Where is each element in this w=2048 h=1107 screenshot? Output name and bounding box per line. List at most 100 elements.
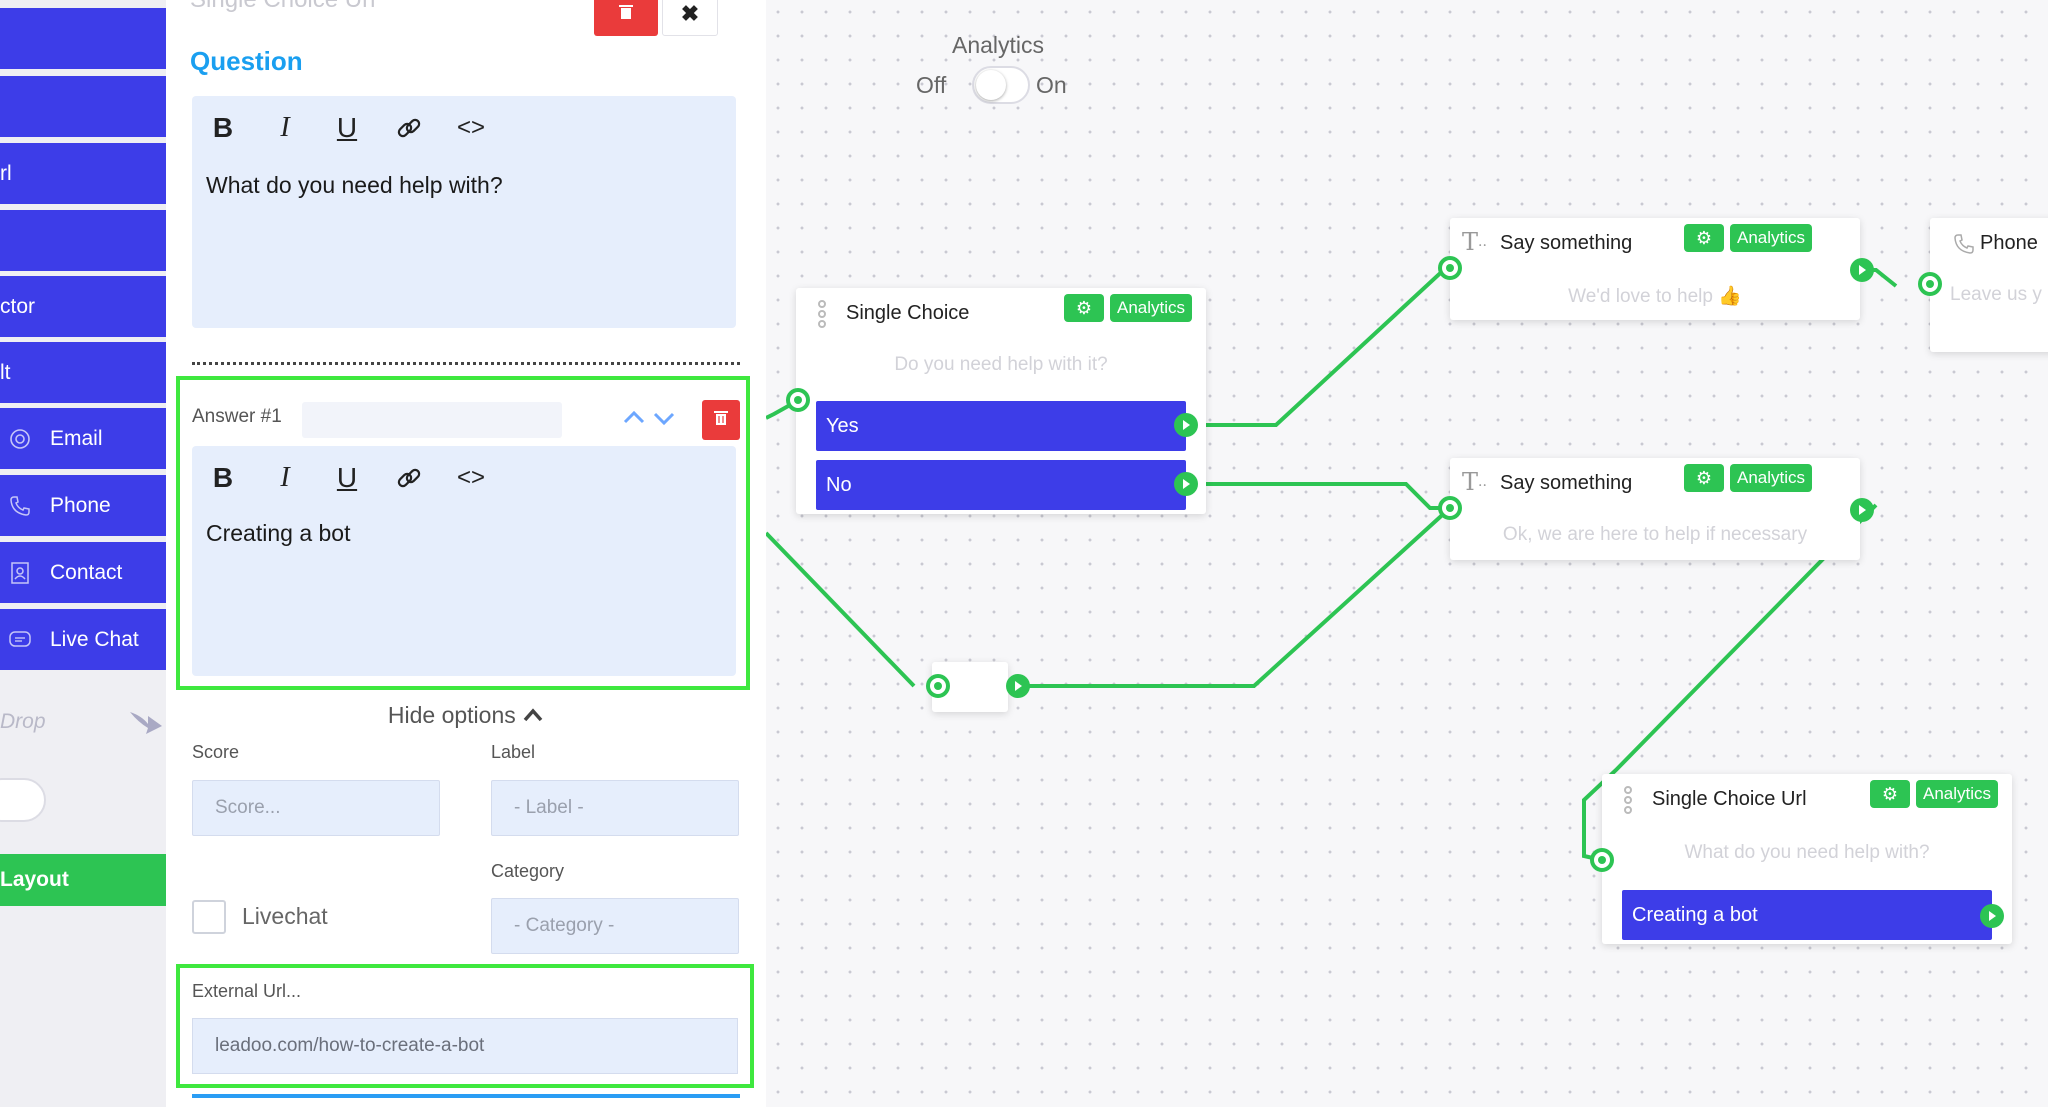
text-icon: T·· <box>1462 228 1487 256</box>
text-icon: T·· <box>1462 468 1487 496</box>
link-icon <box>395 464 423 492</box>
trash-icon <box>714 410 728 431</box>
say-something-node-2[interactable]: T·· Say something ⚙ Analytics Ok, we are… <box>1450 458 1860 560</box>
node-title: Single Choice Url <box>1652 788 1807 810</box>
output-port[interactable] <box>1980 904 2004 928</box>
input-port[interactable] <box>1438 256 1462 280</box>
livechat-checkbox[interactable] <box>192 900 226 934</box>
livechat-label: Livechat <box>242 903 328 929</box>
delete-node-button[interactable] <box>594 0 658 36</box>
sidebar-item-label: Email <box>50 426 103 450</box>
gear-icon: ⚙ <box>1075 297 1093 318</box>
question-toolbar: B I U <> <box>192 108 502 148</box>
input-port[interactable] <box>1590 848 1614 872</box>
chevron-up-icon[interactable] <box>622 408 646 428</box>
answer-text[interactable]: Creating a bot <box>206 520 351 546</box>
code-icon: <> <box>456 114 486 141</box>
italic-icon: I <box>280 112 290 143</box>
sidebar-item-phone[interactable]: Phone <box>0 475 166 536</box>
say-something-node-1[interactable]: T·· Say something ⚙ Analytics We'd love … <box>1450 218 1860 320</box>
close-editor-button[interactable]: ✖ <box>662 0 718 36</box>
output-port[interactable] <box>1850 498 1874 522</box>
analytics-off-label: Off <box>916 72 947 98</box>
sidebar-item-live-chat[interactable]: Live Chat <box>0 609 166 670</box>
close-icon: ✖ <box>680 1 700 26</box>
link-button[interactable] <box>378 108 440 148</box>
drop-arrow-icon <box>128 706 164 744</box>
chat-icon <box>0 629 40 651</box>
node-analytics-badge[interactable]: Analytics <box>1110 294 1193 322</box>
node-title: Say something <box>1500 232 1633 254</box>
input-port[interactable] <box>1438 496 1462 520</box>
delete-answer-button[interactable] <box>702 400 740 440</box>
sidebar-item-2[interactable] <box>0 76 166 137</box>
code-button[interactable]: <> <box>440 108 502 148</box>
sidebar-item-url[interactable]: rl <box>0 143 166 204</box>
flow-canvas[interactable]: Analytics Off On Single Choice ⚙ Analyti… <box>766 0 2048 1107</box>
node-settings-button[interactable]: ⚙ <box>1684 464 1724 492</box>
input-port[interactable] <box>926 674 950 698</box>
node-editor-panel: Single Choice Url ✖ Question B I U <> Wh… <box>166 0 766 1107</box>
sidebar-item-label: Contact <box>50 560 123 584</box>
sidebar-item-email[interactable]: Email <box>0 408 166 469</box>
option-yes[interactable]: Yes <box>816 401 1186 451</box>
underline-button[interactable]: U <box>316 458 378 498</box>
panel-bottom-border <box>192 1094 740 1098</box>
chevron-up-icon <box>522 702 544 728</box>
node-analytics-badge[interactable]: Analytics <box>1916 780 1999 808</box>
node-settings-button[interactable]: ⚙ <box>1684 224 1724 252</box>
bold-button[interactable]: B <box>192 108 254 148</box>
node-settings-button[interactable]: ⚙ <box>1870 780 1910 808</box>
score-input[interactable]: Score... <box>192 780 440 836</box>
option-label: Yes <box>826 414 859 437</box>
code-button[interactable]: <> <box>440 458 502 498</box>
label-select[interactable]: - Label - <box>491 780 739 836</box>
answer-name-field[interactable] <box>302 402 562 438</box>
single-choice-url-node[interactable]: Single Choice Url ⚙ Analytics What do yo… <box>1602 774 2012 944</box>
phone-node[interactable]: Phone Leave us y <box>1930 218 2048 352</box>
output-port[interactable] <box>1006 674 1030 698</box>
link-button[interactable] <box>378 458 440 498</box>
input-port[interactable] <box>786 388 810 412</box>
answer-highlight <box>176 376 750 690</box>
sidebar-toggle[interactable] <box>0 778 46 822</box>
sidebar-item-4[interactable] <box>0 210 166 271</box>
analytics-on-label: On <box>1036 72 1067 98</box>
toggle-knob <box>976 70 1006 100</box>
output-port[interactable] <box>1850 258 1874 282</box>
layout-button[interactable]: Layout <box>0 854 166 906</box>
input-port[interactable] <box>1918 272 1942 296</box>
node-subtitle: What do you need help with? <box>1684 842 1930 863</box>
chevron-down-icon[interactable] <box>652 408 676 428</box>
sidebar-item-result[interactable]: lt <box>0 342 166 403</box>
question-editor[interactable]: B I U <> What do you need help with? <box>192 96 736 328</box>
at-icon <box>0 428 40 450</box>
sidebar-item-1[interactable] <box>0 8 166 69</box>
underline-button[interactable]: U <box>316 108 378 148</box>
node-analytics-badge[interactable]: Analytics <box>1730 224 1813 252</box>
output-port-no[interactable] <box>1174 472 1198 496</box>
hide-options-toggle[interactable]: Hide options <box>166 702 766 729</box>
sidebar-item-label: rl <box>0 161 12 185</box>
question-heading: Question <box>190 46 303 76</box>
output-port-yes[interactable] <box>1174 413 1198 437</box>
sidebar-item-label: lt <box>0 360 11 384</box>
category-select[interactable]: - Category - <box>491 898 739 954</box>
bold-button[interactable]: B <box>192 458 254 498</box>
analytics-toggle[interactable] <box>972 66 1030 104</box>
italic-button[interactable]: I <box>254 108 316 148</box>
option-label: No <box>826 473 852 496</box>
sidebar-item-selector[interactable]: ctor <box>0 276 166 337</box>
single-choice-node[interactable]: Single Choice ⚙ Analytics Do you need he… <box>796 288 1206 514</box>
answer-editor[interactable]: B I U <> Creating a bot <box>192 446 736 676</box>
node-settings-button[interactable]: ⚙ <box>1064 294 1104 322</box>
option-creating-a-bot[interactable]: Creating a bot <box>1622 890 1992 940</box>
sidebar-item-contact[interactable]: Contact <box>0 542 166 603</box>
question-text[interactable]: What do you need help with? <box>206 172 503 198</box>
option-no[interactable]: No <box>816 460 1186 510</box>
category-label: Category <box>491 861 565 881</box>
italic-button[interactable]: I <box>254 458 316 498</box>
sidebar-item-label: Phone <box>50 493 111 517</box>
external-url-input[interactable]: leadoo.com/how-to-create-a-bot <box>192 1018 738 1074</box>
node-analytics-badge[interactable]: Analytics <box>1730 464 1813 492</box>
